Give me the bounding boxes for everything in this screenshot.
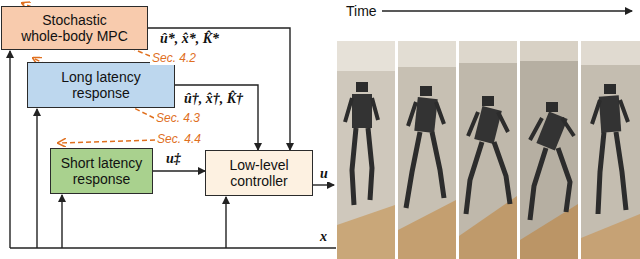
box-text: Short latency response <box>61 155 143 187</box>
signal-label: û†, x̂†, K̂† <box>182 91 245 107</box>
box-text: Stochastic whole-body MPC <box>21 12 128 44</box>
section-ref: Sec. 4.4 <box>155 132 203 146</box>
section-ref: Sec. 4.3 <box>154 111 202 125</box>
signal-connector <box>153 170 205 171</box>
process-box: Stochastic whole-body MPC <box>1 6 148 50</box>
process-box: Low-level controller <box>205 150 313 196</box>
feedback-wire <box>10 51 336 248</box>
signal-name: u <box>318 166 330 182</box>
signal-name: x <box>318 229 329 245</box>
robot-photo <box>336 40 640 259</box>
output-wire <box>313 184 334 185</box>
section-ref: Sec. 4.2 <box>150 51 198 65</box>
time-arrow <box>382 10 632 11</box>
signal-label: û*, x̂*, K̂* <box>158 31 221 47</box>
signal-label: u‡ <box>164 151 183 167</box>
axis-label: Time <box>344 3 379 19</box>
process-box: Long latency response <box>27 62 175 108</box>
process-box: Short latency response <box>50 148 153 194</box>
box-text: Low-level controller <box>229 157 289 189</box>
box-text: Long latency response <box>61 69 141 101</box>
